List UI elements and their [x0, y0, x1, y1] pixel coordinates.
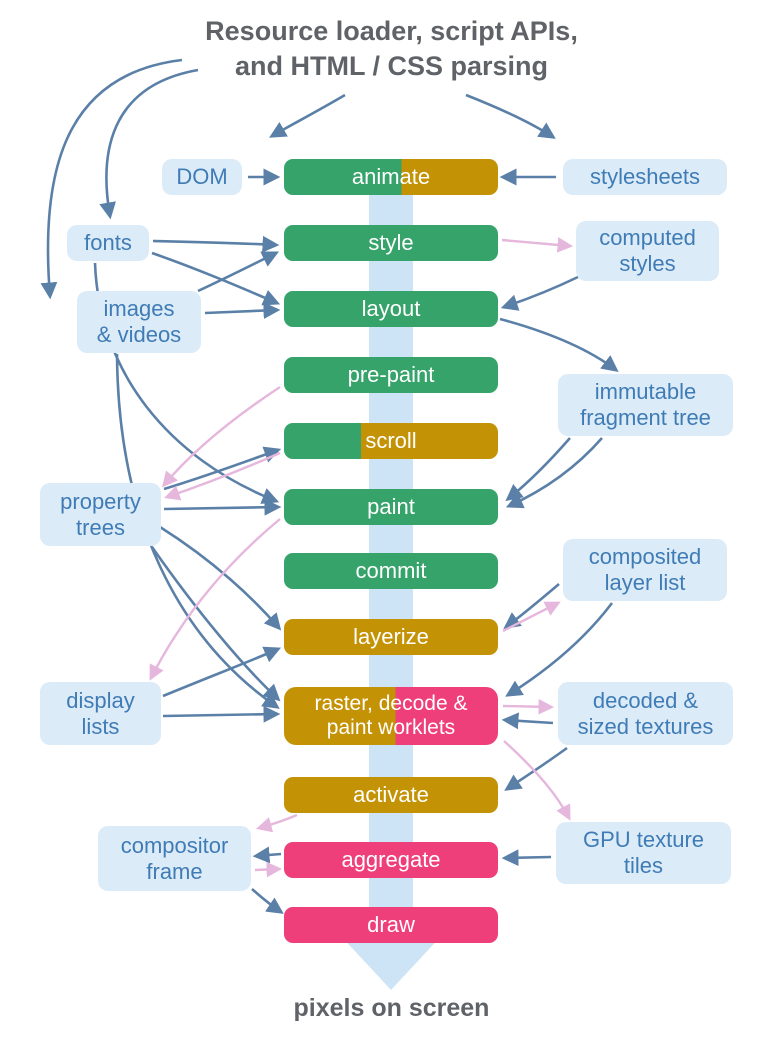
- stage-scroll: scroll: [284, 423, 498, 459]
- arrow-style-to-computed-styles: [501, 237, 574, 253]
- arrow-images-to-style: [197, 251, 280, 293]
- arrow-property-trees-to-layerize: [159, 525, 282, 631]
- stage-layout: layout: [284, 291, 498, 327]
- stage-commit: commit: [284, 553, 498, 589]
- arrow-loader-to-stylesheets: [465, 93, 556, 139]
- stage-paint: paint: [284, 489, 498, 525]
- arrow-fonts-to-style: [152, 235, 280, 253]
- arrow-raster-to-textures: [502, 698, 555, 715]
- node-decoded-sized-textures: decoded & sized textures: [558, 682, 733, 745]
- arrow-display-lists-to-raster: [162, 705, 281, 723]
- node-display-lists: display lists: [40, 682, 161, 745]
- stage-pre-paint: pre-paint: [284, 357, 498, 393]
- arrow-display-lists-to-layerize: [162, 646, 282, 698]
- node-stylesheets: stylesheets: [563, 159, 727, 195]
- arrow-prepaint-to-property-trees: [161, 385, 281, 488]
- node-immutable-fragment-tree: immutable fragment tree: [558, 374, 733, 436]
- arrow-activate-to-compositor-frame: [255, 813, 298, 833]
- arrow-layer-list-to-layerize: [503, 583, 560, 629]
- node-fonts: fonts: [67, 225, 149, 261]
- node-gpu-texture-tiles: GPU texture tiles: [556, 822, 731, 884]
- arrow-gpu-tiles-to-aggregate: [501, 849, 552, 867]
- arrow-loader-to-animate-area: [269, 93, 346, 138]
- stage-style: style: [284, 225, 498, 261]
- arrow-layout-to-fragment-tree: [499, 317, 619, 373]
- arrow-fragment-tree-to-paint-a: [505, 437, 571, 502]
- stage-activate: activate: [284, 777, 498, 813]
- arrow-raster-to-gpu-tiles: [503, 740, 571, 821]
- arrow-property-trees-to-scroll: [163, 446, 282, 491]
- arrow-computed-styles-to-layout: [500, 275, 579, 311]
- pipeline-flow-arrowhead: [339, 934, 443, 990]
- node-dom: DOM: [162, 159, 242, 195]
- arrow-textures-to-activate: [504, 746, 568, 791]
- node-composited-layer-list: composited layer list: [563, 539, 727, 601]
- node-images-videos: images & videos: [77, 291, 201, 353]
- arrow-compositor-frame-to-draw: [251, 888, 284, 914]
- node-computed-styles: computed styles: [576, 221, 719, 281]
- page-title: Resource loader, script APIs, and HTML /…: [0, 14, 783, 84]
- stage-raster-decode-paint-worklets: raster, decode & paint worklets: [284, 687, 498, 745]
- page-title-line1: Resource loader, script APIs,: [205, 16, 578, 46]
- arrow-aggregate-to-compositor-frame: [252, 846, 282, 864]
- stage-aggregate: aggregate: [284, 842, 498, 878]
- node-compositor-frame: compositor frame: [98, 826, 251, 891]
- page-title-line2: and HTML / CSS parsing: [234, 51, 549, 82]
- arrow-property-trees-to-paint: [163, 498, 282, 516]
- stage-animate: animate: [284, 159, 498, 195]
- arrow-images-to-layout: [204, 302, 281, 320]
- arrow-textures-to-raster: [501, 712, 554, 730]
- stage-draw: draw: [284, 907, 498, 943]
- pixels-on-screen-label: pixels on screen: [293, 994, 490, 1022]
- node-property-trees: property trees: [40, 483, 161, 546]
- arrow-layerize-to-layer-list: [502, 601, 561, 633]
- arrow-paint-to-display-lists: [149, 518, 281, 681]
- arrow-scroll-to-property-trees: [164, 451, 281, 501]
- stage-layerize: layerize: [284, 619, 498, 655]
- arrow-property-trees-to-raster: [150, 546, 281, 702]
- arrow-compositor-frame-to-aggregate: [254, 861, 283, 878]
- arrow-fragment-tree-to-paint-b: [505, 437, 603, 509]
